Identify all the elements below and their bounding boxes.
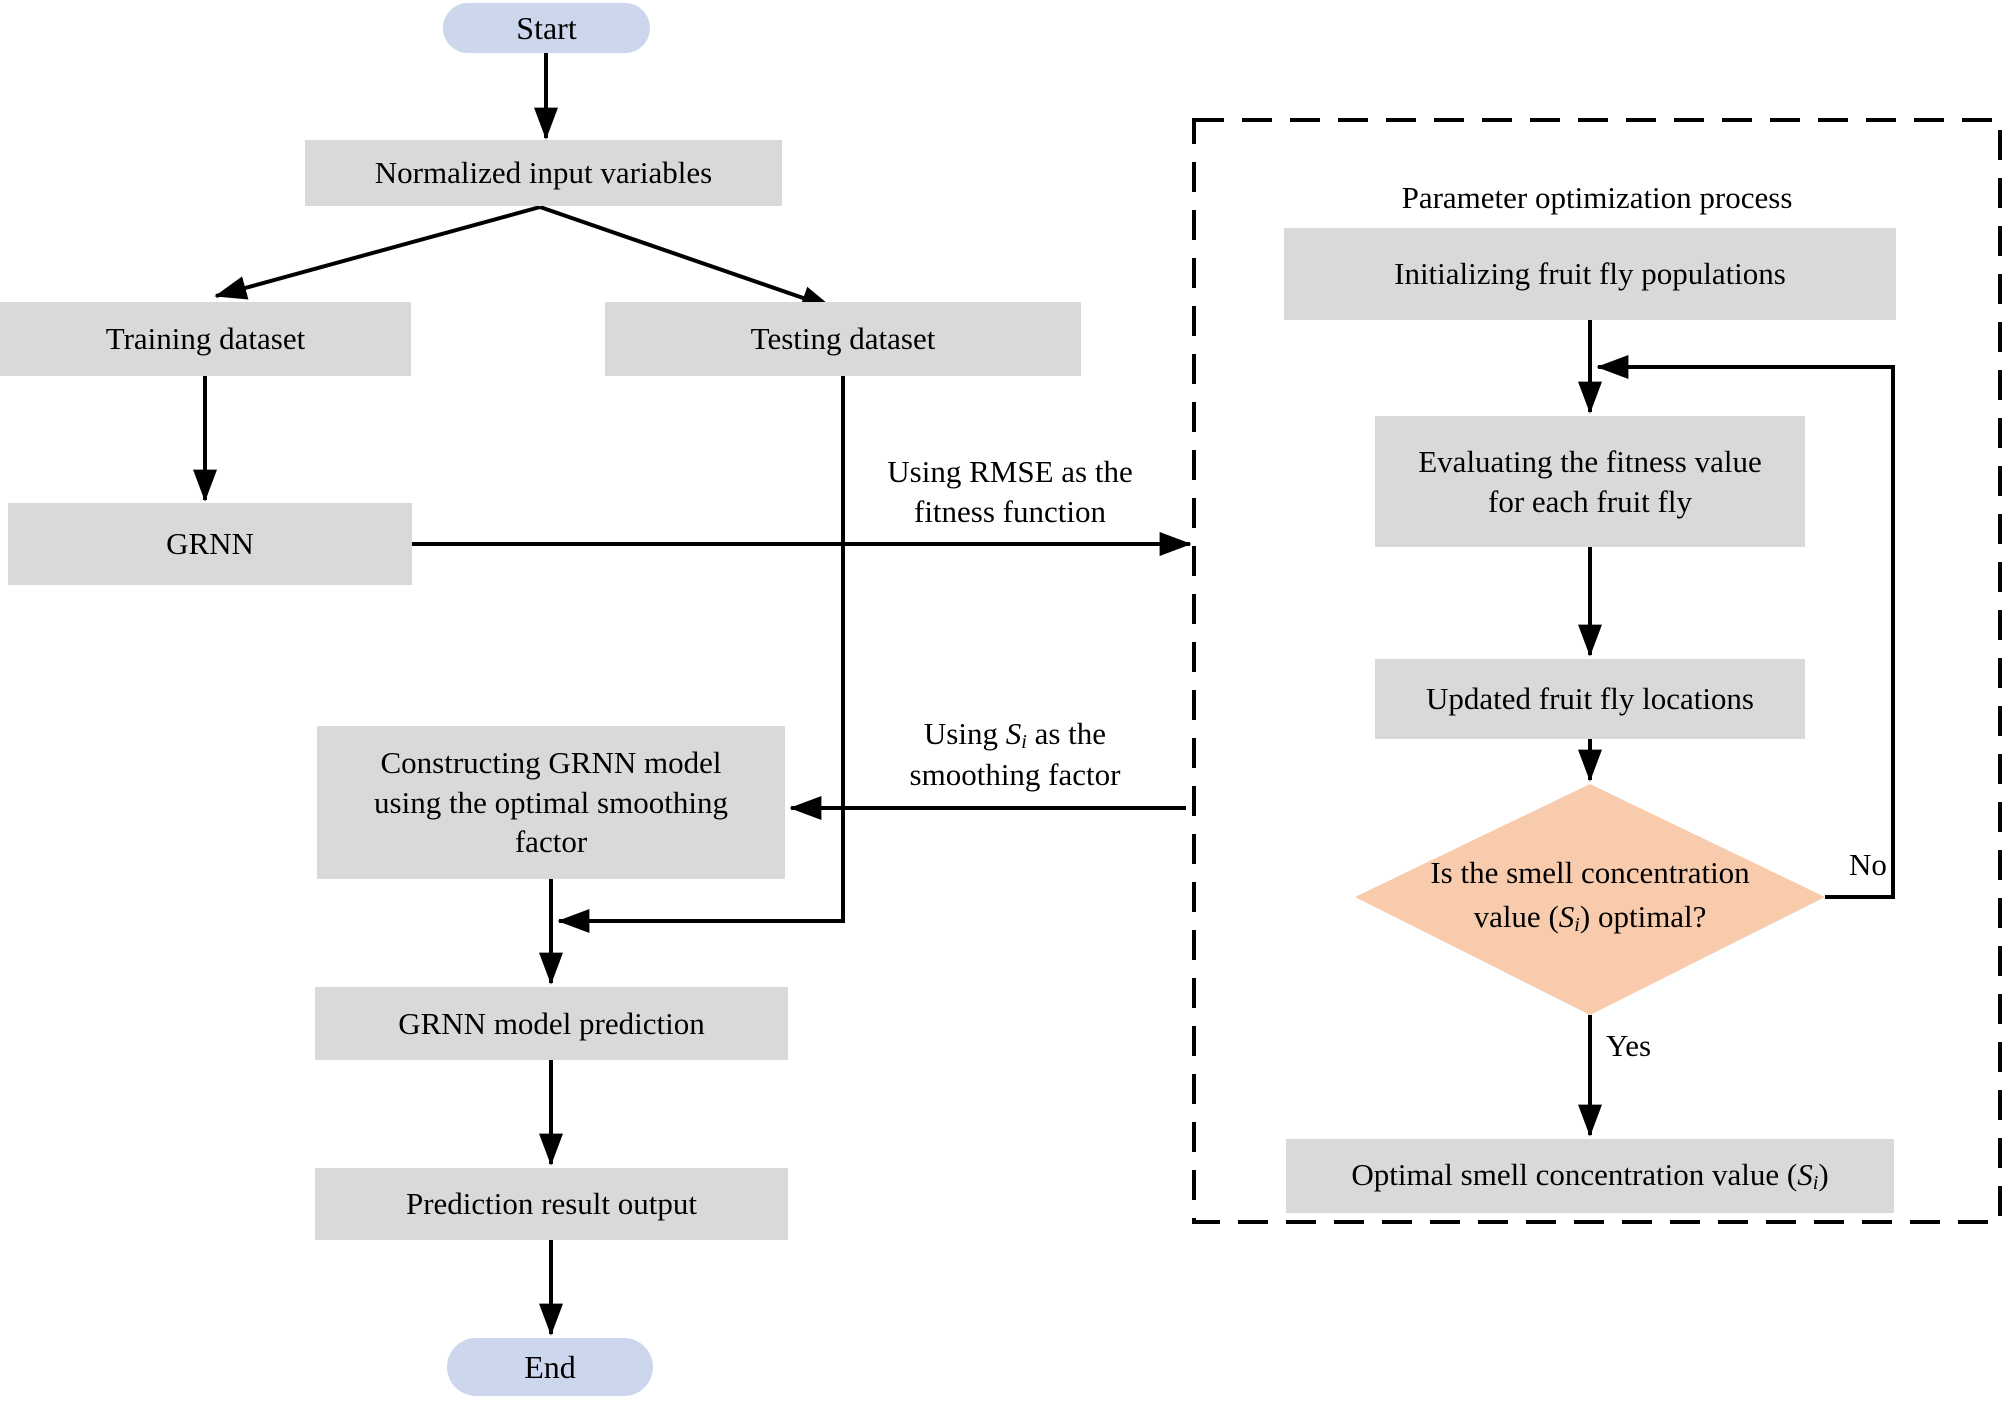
arrow-normalized-to-testing [539, 205, 834, 310]
decision-variable-s: S [1558, 899, 1575, 935]
process-initializing-populations: Initializing fruit fly populations [1284, 228, 1896, 320]
decision-line1: Is the smell concentration [1355, 851, 1825, 895]
optimal-variable-s: S [1797, 1157, 1813, 1193]
si-line2-text: smoothing factor [909, 757, 1121, 793]
edge-label-rmse-line2: fitness function [860, 492, 1160, 532]
constructing-line2: using the optimal smoothing [374, 784, 728, 820]
process-testing-dataset-label: Testing dataset [750, 321, 936, 357]
group-title-label: Parameter optimization process [1401, 180, 1793, 215]
decision-line2: value (Si) optimal? [1355, 895, 1825, 940]
edge-label-si-line2: smoothing factor [880, 755, 1150, 795]
start-label: Start [516, 9, 577, 46]
optimal-variable-sub-i: i [1812, 1172, 1819, 1195]
optimal-pre: Optimal smell concentration value ( [1351, 1157, 1798, 1193]
constructing-line3: factor [514, 824, 588, 860]
constructing-line1: Constructing GRNN model [380, 744, 722, 780]
initializing-populations-label: Initializing fruit fly populations [1394, 256, 1786, 292]
arrow-normalized-to-training [214, 205, 541, 300]
edge-label-si-line1: Using Si as the [880, 714, 1150, 755]
group-title-parameter-optimization: Parameter optimization process [1194, 178, 2000, 218]
grnn-model-prediction-label: GRNN model prediction [398, 1005, 705, 1041]
optimal-post: ) [1818, 1157, 1829, 1193]
process-grnn-label: GRNN [166, 526, 254, 562]
edge-label-rmse-line1: Using RMSE as the [860, 452, 1160, 492]
yes-label: Yes [1606, 1028, 1652, 1063]
rmse-line1-text: Using RMSE as the [887, 454, 1133, 489]
start-terminal: Start [443, 3, 650, 53]
optimal-smell-value-label: Optimal smell concentration value (Si) [1351, 1155, 1828, 1197]
rmse-line2-text: fitness function [914, 494, 1106, 530]
evaluating-fitness-line2: for each fruit fly [1488, 483, 1692, 519]
end-terminal: End [447, 1338, 653, 1396]
process-grnn-model-prediction: GRNN model prediction [315, 987, 788, 1060]
decision-line2-pre: value ( [1473, 899, 1559, 935]
process-normalized-input: Normalized input variables [305, 140, 782, 206]
decision-line1-text: Is the smell concentration [1430, 855, 1750, 890]
process-training-dataset-label: Training dataset [105, 321, 306, 357]
edge-label-yes: Yes [1606, 1026, 1696, 1066]
process-testing-dataset: Testing dataset [605, 302, 1081, 376]
process-training-dataset: Training dataset [0, 302, 411, 376]
arrow-testing-to-junction [557, 376, 845, 933]
edge-label-smoothing-factor: Using Si as the smoothing factor [880, 714, 1150, 796]
prediction-result-output-label: Prediction result output [405, 1186, 698, 1222]
edge-label-rmse: Using RMSE as the fitness function [860, 452, 1160, 533]
no-label: No [1849, 847, 1887, 882]
process-constructing-grnn: Constructing GRNN model using the optima… [317, 726, 785, 879]
decision-smell-concentration: Is the smell concentration value (Si) op… [1355, 851, 1825, 940]
parameter-optimization-dashed-border [1192, 118, 2002, 1224]
evaluating-fitness-line1: Evaluating the fitness value [1418, 443, 1762, 479]
si-pre: Using [923, 716, 1006, 751]
process-normalized-input-label: Normalized input variables [374, 155, 713, 191]
end-label: End [524, 1348, 576, 1385]
updated-locations-label: Updated fruit fly locations [1426, 681, 1754, 717]
decision-diamond [1355, 784, 1825, 1015]
si-variable-s: S [1005, 716, 1022, 751]
process-updated-locations: Updated fruit fly locations [1375, 659, 1805, 739]
process-grnn: GRNN [8, 503, 412, 585]
si-post: as the [1026, 716, 1107, 751]
process-evaluating-fitness: Evaluating the fitness value for each fr… [1375, 416, 1805, 547]
arrow-decision-no-loop [1596, 355, 1895, 899]
si-variable-sub-i: i [1021, 731, 1027, 754]
decision-variable-sub-i: i [1574, 914, 1580, 937]
decision-line2-post: ) optimal? [1579, 899, 1707, 935]
edge-label-no: No [1833, 845, 1903, 885]
process-optimal-smell-value: Optimal smell concentration value (Si) [1286, 1139, 1894, 1213]
process-prediction-result-output: Prediction result output [315, 1168, 788, 1240]
